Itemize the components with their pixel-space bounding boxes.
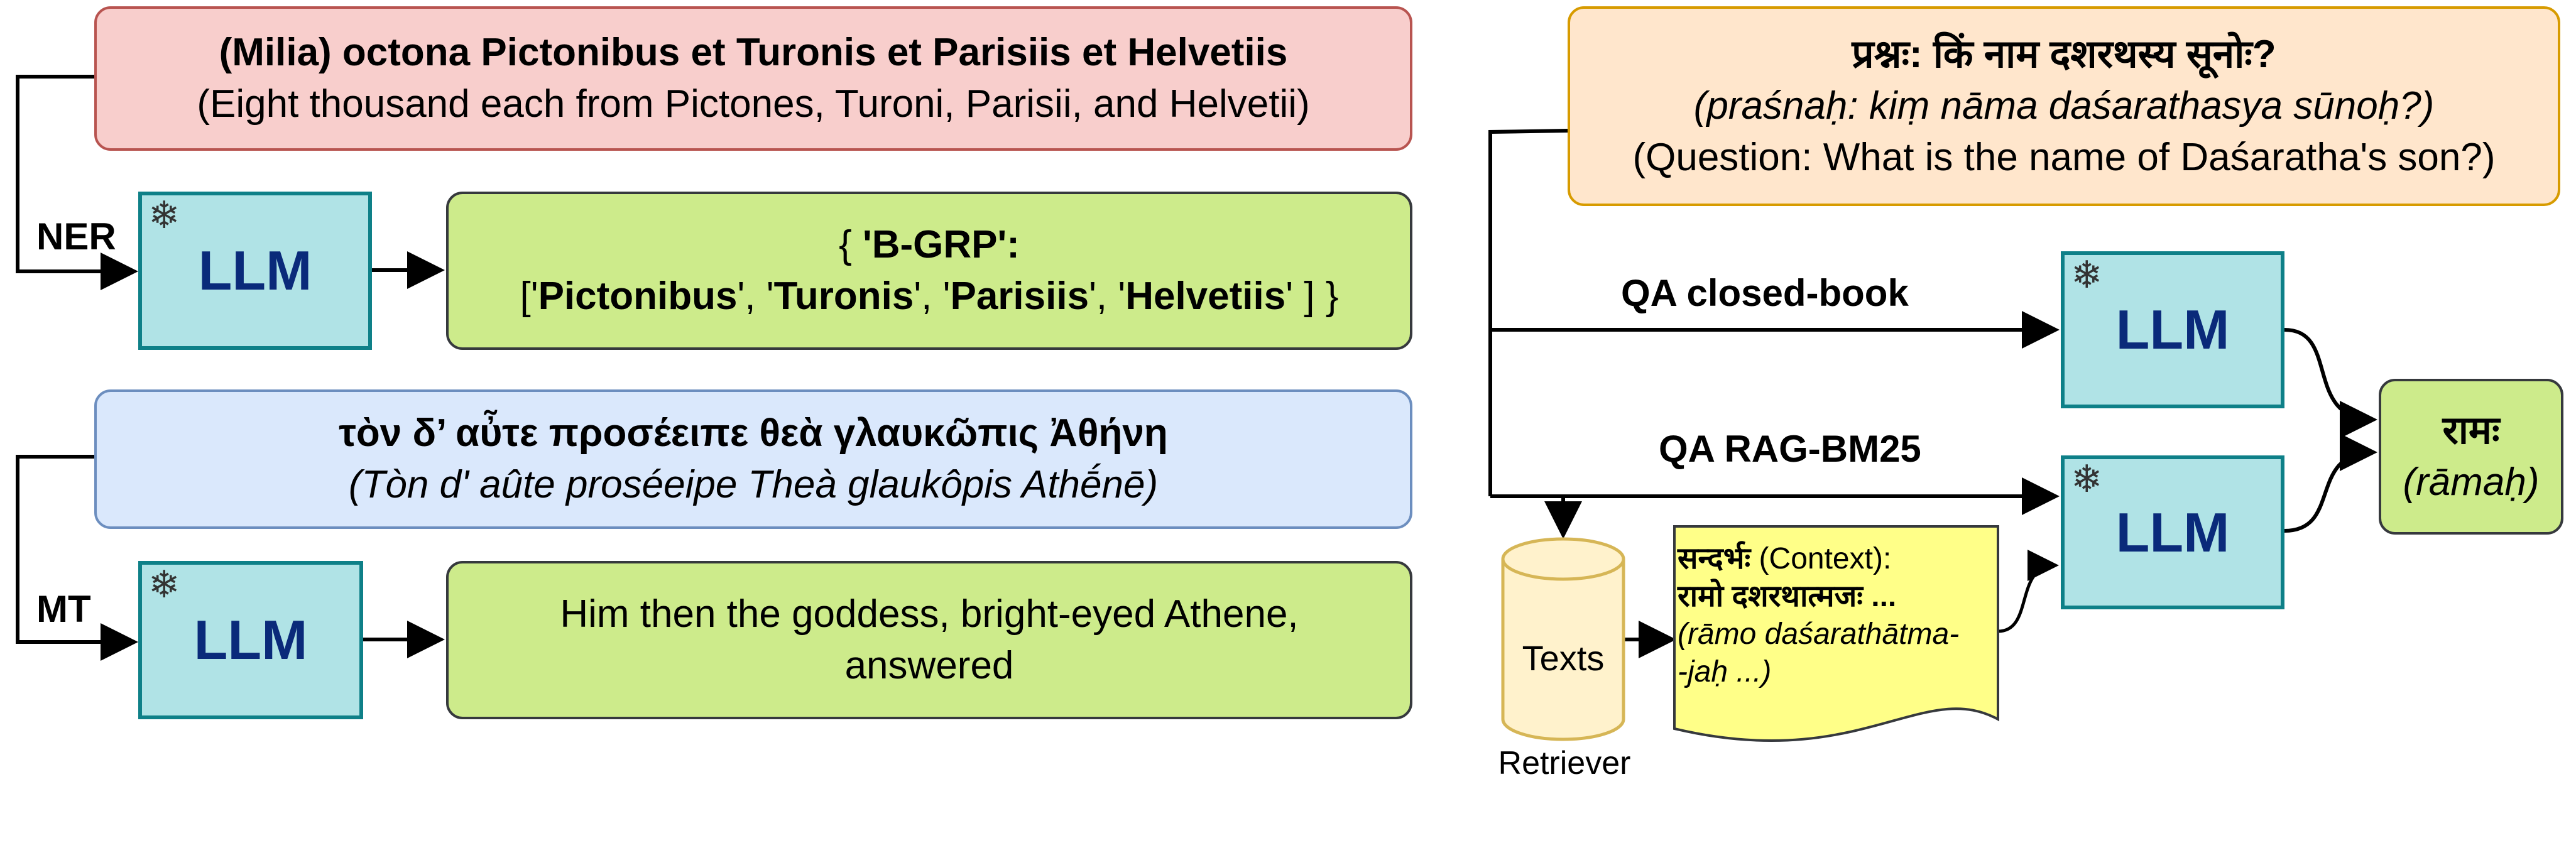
mt-input-greek: τὸν δ’ αὖτε προσέειπε θεὰ γλαυκῶπις Ἀθήν… (339, 411, 1168, 455)
ner-llm-box: ❄ LLM (138, 192, 372, 350)
ner-output-box: { 'B-GRP': ['Pictonibus', 'Turonis', 'Pa… (446, 192, 1412, 350)
mt-output-box: Him then the goddess, bright-eyed Athene… (446, 561, 1412, 719)
arrow-llm-closed-to-answer (2284, 328, 2377, 438)
ner-task-label: NER (36, 215, 116, 258)
ner-output-line1: { 'B-GRP': (839, 223, 1020, 266)
ner-input-translation: (Eight thousand each from Pictones, Turo… (197, 82, 1310, 126)
context-document-shape (1673, 525, 1999, 742)
arrow-mt-input-to-llm (16, 455, 138, 661)
mt-input-transliteration: (Tòn d' aûte proséeipe Theà glaukôpis At… (348, 463, 1159, 506)
snowflake-icon: ❄ (2071, 254, 2103, 296)
qa-question-box: प्रश्नः: किं नाम दशरथस्य सूनोः? (praśnaḥ… (1568, 6, 2560, 206)
qa-closed-book-llm-box: ❄ LLM (2061, 251, 2284, 408)
ner-entity: Parisiis (950, 275, 1089, 318)
mt-input-box: τὸν δ’ αὖτε προσέειπε θεὰ γλαυκῶπις Ἀθήν… (94, 389, 1412, 529)
context-line3: (rāmo daśarathātma- (1678, 617, 1960, 651)
ner-input-latin: (Milia) octona Pictonibus et Turonis et … (219, 31, 1288, 74)
ner-entity: Turonis (773, 275, 914, 318)
mt-output-line1: Him then the goddess, bright-eyed Athene… (560, 592, 1299, 636)
qa-rag-label: QA RAG-BM25 (1659, 428, 1921, 470)
snowflake-icon: ❄ (148, 194, 180, 236)
ner-output-key: 'B-GRP': (863, 223, 1020, 266)
llm-label: LLM (194, 609, 308, 671)
context-document-text: सन्दर्भः (Context): रामो दशरथात्मजः ... … (1678, 540, 1995, 691)
snowflake-icon: ❄ (2071, 458, 2103, 500)
qa-question-translation: (Question: What is the name of Daśaratha… (1632, 136, 2496, 179)
qa-answer-transliteration: (rāmaḥ) (2403, 460, 2540, 504)
mt-output-line2: answered (844, 644, 1014, 687)
arrow-ner-input-to-llm (16, 75, 138, 290)
context-line1: सन्दर्भः (Context): (1678, 542, 1892, 575)
llm-label: LLM (2115, 298, 2230, 361)
qa-answer-box: रामः (rāmaḥ) (2379, 379, 2563, 535)
mt-task-label: MT (36, 588, 91, 630)
ner-entity: Helvetiis (1125, 275, 1286, 318)
ner-input-box: (Milia) octona Pictonibus et Turonis et … (94, 6, 1412, 151)
snowflake-icon: ❄ (148, 563, 180, 606)
texts-database-icon (1501, 537, 1625, 741)
ner-output-line2: ['Pictonibus', 'Turonis', 'Parisiis', 'H… (520, 275, 1339, 318)
texts-label: Texts (1522, 638, 1605, 678)
qa-question-sanskrit: प्रश्नः: किं नाम दशरथस्य सूनोः? (1852, 33, 2276, 76)
context-line2: रामो दशरथात्मजः ... (1678, 580, 1897, 613)
context-line4: -jaḥ ...) (1678, 655, 1772, 688)
arrow-qa-question-trunk (1488, 129, 1568, 496)
qa-rag-llm-box: ❄ LLM (2061, 455, 2284, 609)
qa-answer-sanskrit: रामः (2442, 409, 2500, 452)
mt-llm-box: ❄ LLM (138, 561, 363, 719)
ner-entity: Pictonibus (538, 275, 738, 318)
llm-label: LLM (198, 239, 312, 302)
arrow-context-to-llm (1997, 550, 2059, 633)
retriever-label: Retriever (1498, 745, 1631, 781)
qa-question-transliteration: (praśnaḥ: kiṃ nāma daśarathasya sūnoḥ?) (1693, 84, 2435, 128)
qa-closed-book-label: QA closed-book (1621, 272, 1909, 314)
arrow-llm-rag-to-answer (2284, 433, 2377, 533)
llm-label: LLM (2115, 501, 2230, 563)
